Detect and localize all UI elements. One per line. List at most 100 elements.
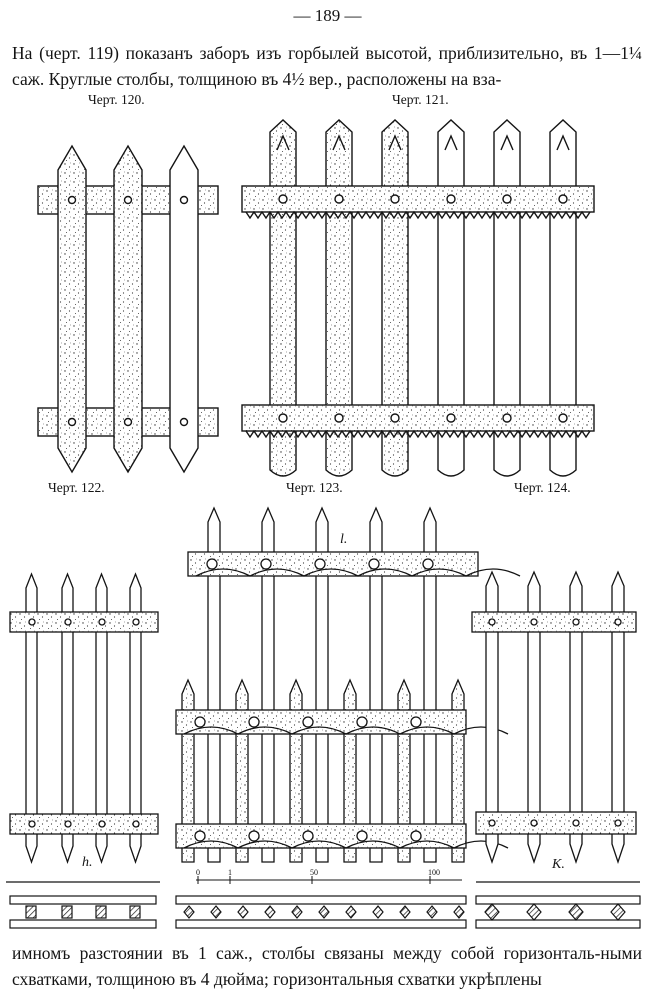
fig-121-notch [276, 134, 290, 151]
fig-123-tall-picket [261, 506, 275, 863]
fig-123-bolt [356, 830, 368, 842]
fig-121-notch [556, 134, 570, 151]
fig-124-nail [572, 618, 580, 626]
fig-122-picket [25, 572, 38, 864]
fig-120-nail [123, 195, 133, 205]
fence-drawing-124 [471, 570, 637, 865]
fig-123-tall-picket [207, 506, 221, 863]
fig-122-nail [98, 820, 106, 828]
fig-121-rail-bottom [241, 404, 595, 432]
fig-124-picket [569, 570, 583, 865]
fig-121-nail [446, 413, 456, 423]
plan-122-picket [129, 905, 141, 919]
fig-121-nail [390, 194, 400, 204]
scale-bar-label: 100 [428, 868, 440, 877]
page-number: — 189 — [293, 6, 362, 25]
fig-124-nail [572, 819, 580, 827]
plan-123-picket [453, 905, 465, 919]
scale-bar-label: 50 [310, 868, 318, 877]
fence-drawing-121 [241, 119, 595, 477]
fig-123-letter: l. [340, 532, 348, 547]
fig-124-nail [488, 819, 496, 827]
fig-123-bolt [248, 716, 260, 728]
fig-122-nail [98, 618, 106, 626]
fig-122-rail-bottom [9, 813, 159, 835]
plan-123-picket [345, 905, 357, 919]
plan-122-top-rail [9, 895, 157, 905]
fig-121-nail [334, 413, 344, 423]
fig-121-notch [332, 134, 346, 151]
scale-bar-label: 1 [228, 868, 232, 877]
fig-123-bolt [314, 558, 326, 570]
plan-123-picket [399, 905, 411, 919]
plan-123-picket [210, 905, 222, 919]
plan-122-picket [25, 905, 37, 919]
fig-124-rail-bottom [475, 811, 637, 835]
fig-121-nail [390, 413, 400, 423]
fig-121-notch [444, 134, 458, 151]
fig-121-notch [388, 134, 402, 151]
fig-123-bolt [410, 716, 422, 728]
fig-124-rail-top [471, 611, 637, 633]
fig-124-nail [614, 618, 622, 626]
fig-124-picket [527, 570, 541, 865]
fig-122-picket [95, 572, 108, 864]
fig-121-nail [502, 194, 512, 204]
fig-121-nail [558, 194, 568, 204]
plan-124-picket [610, 903, 626, 921]
fig-123-bolt [194, 830, 206, 842]
fig-121-serration-bottom [245, 429, 591, 439]
fig-120-board [57, 144, 87, 474]
fig-120-nail [123, 417, 133, 427]
fig-123-bolt [248, 830, 260, 842]
plan-124-picket [526, 903, 542, 921]
fig-122-nail [132, 820, 140, 828]
plan-122-picket [61, 905, 73, 919]
fig-123-bolt [368, 558, 380, 570]
fig-123-bolt [410, 830, 422, 842]
fig-122-letter: h. [82, 855, 93, 870]
fig-123-bolt [356, 716, 368, 728]
fig-121-nail [334, 194, 344, 204]
fig-124-picket [611, 570, 625, 865]
plan-123-bottom-rail [175, 919, 467, 929]
plan-122-picket [95, 905, 107, 919]
plan-123-picket [426, 905, 438, 919]
fig-122-nail [28, 618, 36, 626]
fig-124-picket [485, 570, 499, 865]
fig-123-tall-picket [369, 506, 383, 863]
fig-120-nail [179, 417, 189, 427]
fig-122-nail [64, 820, 72, 828]
fig-123-rail [175, 709, 467, 735]
plan-122-bottom-rail [9, 919, 157, 929]
plan-124-picket [484, 903, 500, 921]
caption-fig-122: Черт. 122. [48, 480, 105, 495]
fig-123-rail-scallop [195, 568, 521, 577]
plan-124-picket [568, 903, 584, 921]
fig-123-bolt [302, 830, 314, 842]
fence-plan-views [6, 881, 641, 929]
fig-121-nail [558, 413, 568, 423]
plan-123-picket [318, 905, 330, 919]
fig-124-letter: K. [552, 857, 565, 872]
fig-123-rail [175, 823, 467, 849]
fig-124-nail [530, 819, 538, 827]
fig-123-rail [187, 551, 479, 577]
fig-120-board [169, 144, 199, 474]
fence-drawing-122 [9, 572, 159, 864]
plan-123-picket [372, 905, 384, 919]
plan-123-picket [237, 905, 249, 919]
caption-fig-120: Черт. 120. [88, 92, 145, 107]
fig-123-bolt [206, 558, 218, 570]
fig-120-nail [67, 417, 77, 427]
fig-121-nail [278, 413, 288, 423]
fig-122-rail-top [9, 611, 159, 633]
fence-drawing-123 [175, 506, 521, 863]
plan-124-bottom-rail [475, 919, 641, 929]
fig-122-picket [61, 572, 74, 864]
plan-123-top-rail [175, 895, 467, 905]
plan-123-picket [183, 905, 195, 919]
caption-fig-121: Черт. 121. [392, 92, 449, 107]
fig-122-picket [129, 572, 142, 864]
